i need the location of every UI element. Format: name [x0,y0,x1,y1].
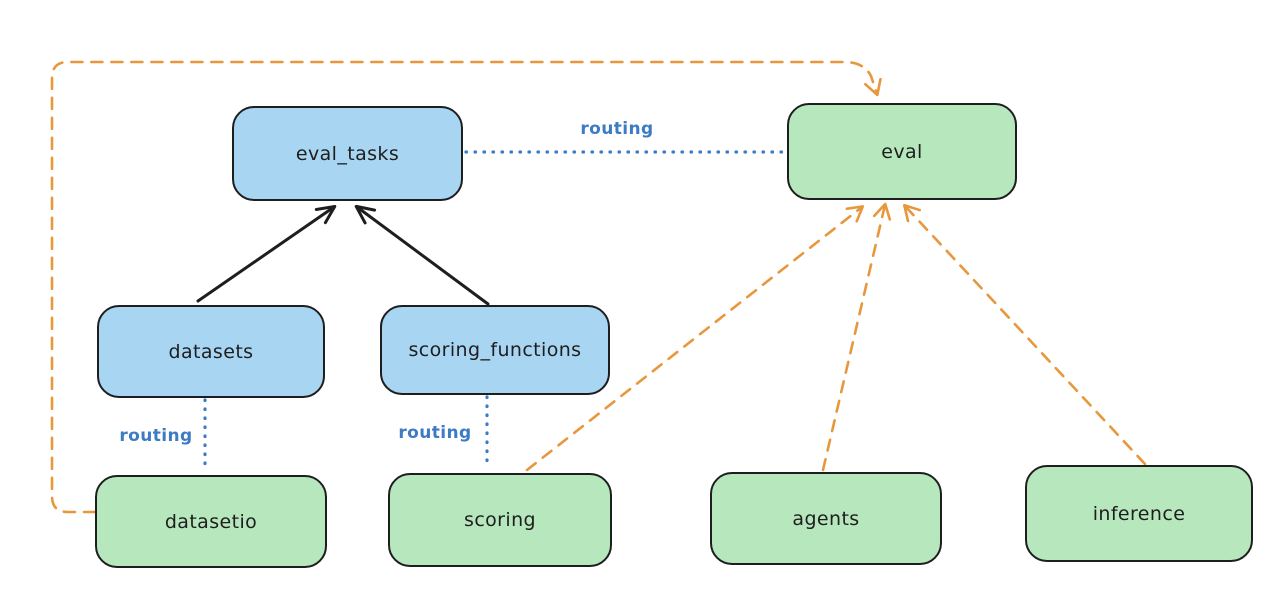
edge-scoring-functions-to-eval-tasks [354,204,490,306]
node-datasets-label: datasets [168,340,254,363]
edge-agents-to-eval [821,202,892,472]
node-eval-label: eval [881,140,923,163]
node-scoring[interactable]: scoring [388,473,612,567]
edge-datasets-to-eval-tasks [196,204,337,303]
node-eval-tasks[interactable]: eval_tasks [232,106,463,201]
node-scoring-label: scoring [464,509,536,531]
node-inference[interactable]: inference [1025,465,1253,562]
node-eval-tasks-label: eval_tasks [295,142,400,165]
node-agents-label: agents [792,507,860,530]
node-datasetio[interactable]: datasetio [95,475,327,568]
edge-label-routing-datasets-datasetio: routing [119,426,193,446]
node-datasets[interactable]: datasets [97,305,325,398]
edge-datasetio-to-eval [50,60,882,514]
edge-scoring-to-eval [525,205,865,472]
node-agents[interactable]: agents [710,472,942,565]
edge-label-routing-scoring-functions-scoring: routing [398,423,472,443]
edge-label-routing-eval-tasks-eval: routing [580,119,654,139]
node-inference-label: inference [1092,502,1186,525]
node-scoring-functions-label: scoring_functions [408,339,582,361]
edge-inference-to-eval [903,203,1147,466]
node-scoring-functions[interactable]: scoring_functions [380,305,610,395]
node-eval[interactable]: eval [787,103,1017,200]
node-datasetio-label: datasetio [164,510,258,533]
